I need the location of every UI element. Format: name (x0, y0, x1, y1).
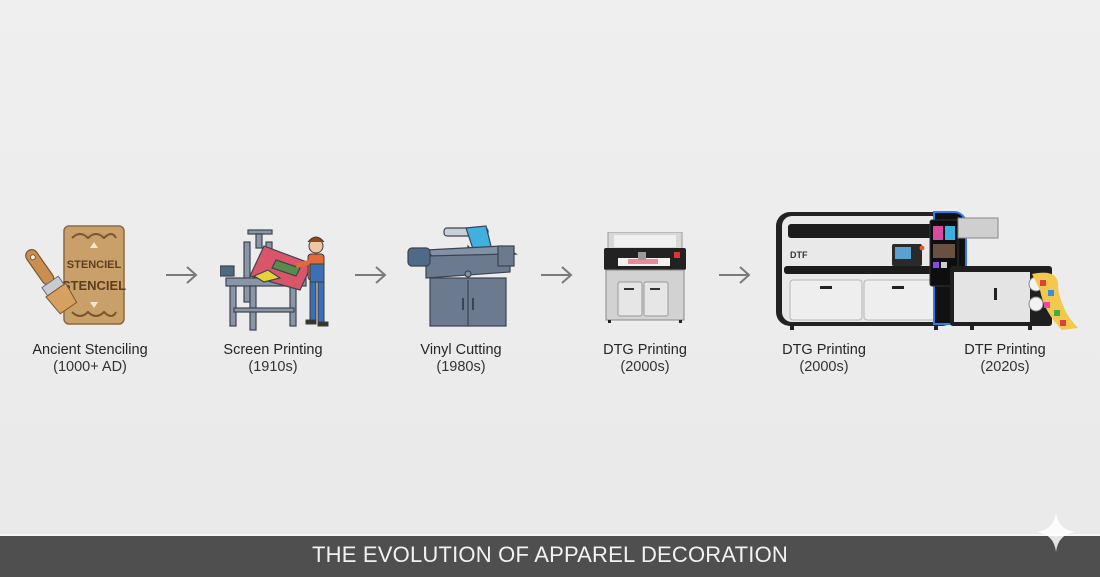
step-era: (1980s) (436, 359, 486, 375)
arrow-right-icon (166, 266, 198, 284)
arrow-right-icon (355, 266, 387, 284)
step-era: (2000s) (799, 359, 849, 375)
step-name: DTG Printing (603, 342, 687, 358)
step-era: (1910s) (248, 359, 298, 375)
step-label-dtg-printing-2: DTG Printing (2000s) (782, 342, 866, 376)
dtf-brand-text: DTF (790, 250, 808, 260)
step-label-vinyl-cutting: Vinyl Cutting (1980s) (420, 342, 501, 376)
timeline-diagram: STENCIEL STENCIEL Ancient Stenciling (10… (24, 206, 1080, 376)
dtf-printer-icon: DTF (774, 206, 1080, 334)
step-name: Ancient Stenciling (32, 342, 148, 358)
page-title: THE EVOLUTION OF APPAREL DECORATION (311, 542, 788, 567)
step-name: DTG Printing (782, 342, 866, 358)
step-label-dtf-printing: DTF Printing (2020s) (964, 342, 1045, 376)
vinyl-cutter-icon (406, 220, 520, 332)
dtg-printer-icon (602, 231, 688, 324)
arrow-right-icon (541, 266, 573, 284)
stencil-and-brush-icon: STENCIEL STENCIEL (24, 224, 128, 328)
step-label-dtg-printing: DTG Printing (2000s) (603, 342, 687, 376)
step-name: Vinyl Cutting (420, 342, 502, 358)
arrow-right-icon (719, 266, 751, 284)
step-name: Screen Printing (223, 342, 323, 358)
step-era: (2020s) (980, 359, 1030, 375)
stencil-text-1: STENCIEL (67, 259, 122, 271)
screen-printing-press-icon (219, 224, 336, 332)
step-era: (2000s) (620, 359, 670, 375)
sparkle-icon (1036, 512, 1076, 552)
step-name: DTF Printing (964, 342, 1046, 358)
title-banner: THE EVOLUTION OF APPAREL DECORATION (0, 534, 1100, 577)
step-label-screen-printing: Screen Printing (1910s) (223, 342, 322, 376)
step-era: (1000+ AD) (53, 359, 127, 375)
stencil-text-2: STENCIEL (62, 278, 126, 293)
step-label-ancient-stenciling: Ancient Stenciling (1000+ AD) (32, 342, 147, 376)
